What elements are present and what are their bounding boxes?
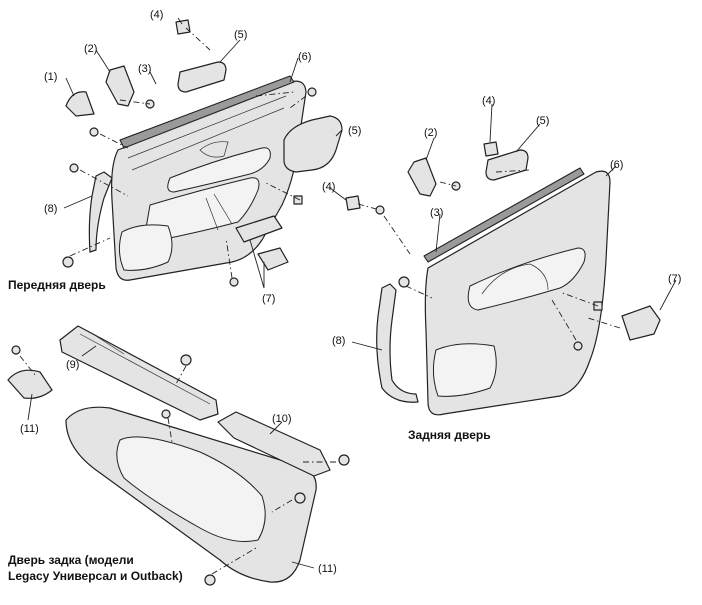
tailgate-assembly: (9) (10) (11) (11) xyxy=(7,325,350,586)
callout-front-5b: (5) xyxy=(348,125,361,137)
callout-rear-5: (5) xyxy=(536,115,549,127)
callout-rear-2: (2) xyxy=(424,127,437,139)
rear-bracket-2 xyxy=(407,157,437,197)
rear-door-speaker-grille xyxy=(432,343,497,397)
callout-front-7: (7) xyxy=(262,293,275,305)
rear-door-armrest xyxy=(467,247,586,311)
rear-door-assembly: (2) (3) (4) (4) (5) (6) (7) (8) xyxy=(322,95,681,416)
front-clip-c xyxy=(69,163,79,173)
callout-front-3: (3) xyxy=(138,63,151,75)
front-door-caption: Передняя дверь xyxy=(8,278,106,292)
front-clip-d xyxy=(62,256,74,268)
tailgate-clip-b xyxy=(161,409,171,419)
callout-front-1: (1) xyxy=(44,71,57,83)
rear-clip-4b xyxy=(345,195,361,211)
rear-clip-4a xyxy=(483,141,499,157)
rear-door-caption: Задняя дверь xyxy=(408,428,491,442)
callout-rear-6: (6) xyxy=(610,159,623,171)
front-door-seal xyxy=(88,171,113,253)
callout-front-5a: (5) xyxy=(234,29,247,41)
rear-clip-b xyxy=(398,276,410,288)
rear-inner-handle xyxy=(621,305,661,341)
front-screw-lower xyxy=(229,277,239,287)
callout-rear-4a: (4) xyxy=(482,95,495,107)
tailgate-panel-recess xyxy=(116,436,266,542)
callout-rear-7: (7) xyxy=(668,273,681,285)
callout-tailgate-11b: (11) xyxy=(318,563,337,575)
callout-front-2: (2) xyxy=(84,43,97,55)
tailgate-side-trim-10 xyxy=(217,411,331,477)
front-cap xyxy=(293,195,303,205)
callout-tailgate-9: (9) xyxy=(66,359,79,371)
callout-tailgate-10: (10) xyxy=(272,413,292,425)
callout-tailgate-11a: (11) xyxy=(20,423,39,435)
front-mirror-cover xyxy=(65,91,95,117)
tailgate-clip-f xyxy=(204,574,216,586)
front-pull-grip-armrest xyxy=(283,115,343,173)
tailgate-clip-a xyxy=(11,345,21,355)
tailgate-upper-trim xyxy=(59,325,219,421)
tailgate-corner-trim-11 xyxy=(7,369,53,399)
tailgate-caption-line1: Дверь задка (модели xyxy=(8,553,134,567)
callout-rear-3: (3) xyxy=(430,207,443,219)
callout-rear-4b: (4) xyxy=(322,181,335,193)
callout-front-4: (4) xyxy=(150,9,163,21)
front-switch-panel xyxy=(235,215,283,243)
tailgate-caption-line2: Legacy Универсал и Outback) xyxy=(8,569,183,583)
callout-front-6: (6) xyxy=(298,51,311,63)
front-clip-4 xyxy=(175,19,191,35)
front-clip-a xyxy=(307,87,317,97)
tailgate-clip-d xyxy=(294,492,306,504)
tailgate-clip-e xyxy=(338,454,350,466)
front-door-assembly: (1) (2) (3) (4) (5) (5) (6) (7) (8) xyxy=(44,9,361,305)
rear-weatherstrip xyxy=(423,167,585,263)
front-inner-handle xyxy=(257,247,289,271)
callout-front-8: (8) xyxy=(44,203,57,215)
front-weatherstrip xyxy=(119,75,295,149)
callout-rear-8: (8) xyxy=(332,335,345,347)
front-bracket-2 xyxy=(105,65,135,107)
rear-door-seal xyxy=(376,283,419,403)
tailgate-clip-c xyxy=(180,354,192,366)
rear-screw-lower xyxy=(573,341,583,351)
front-pull-grip-upper xyxy=(177,61,227,93)
front-clip-b xyxy=(89,127,99,137)
